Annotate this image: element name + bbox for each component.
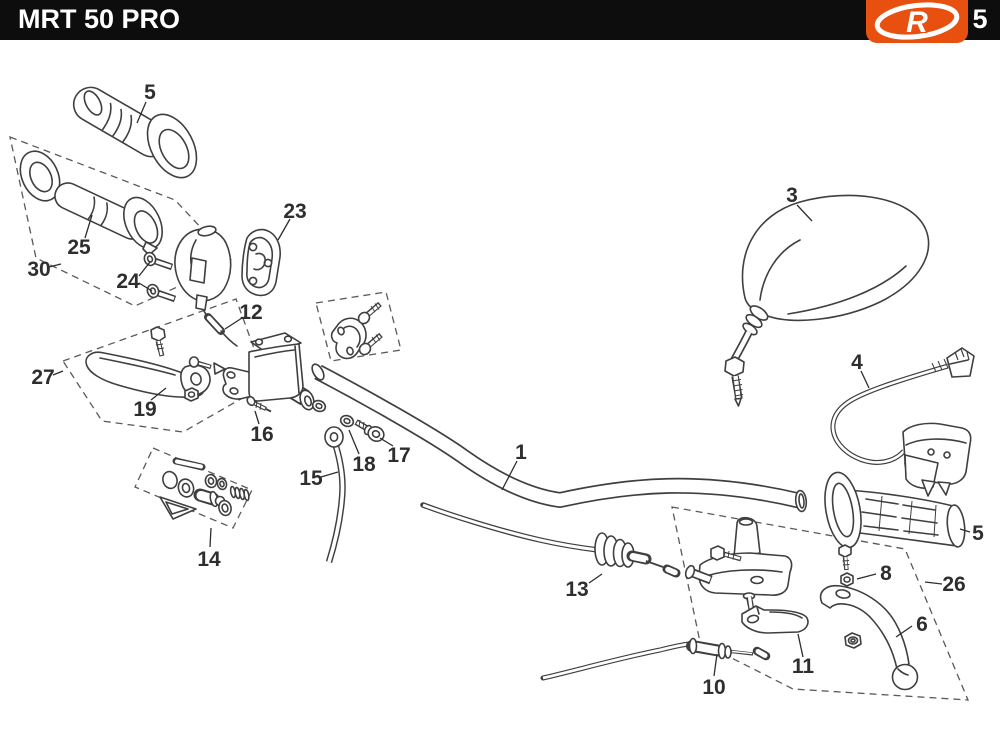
page-number: 5 <box>972 4 988 34</box>
part-banjo-bolt-17 <box>354 419 385 442</box>
page-title: MRT 50 PRO <box>18 4 181 34</box>
part-housing-screws-24 <box>143 251 177 303</box>
part-switch-housing <box>902 422 972 497</box>
part-throttle-tube-25 <box>54 182 163 256</box>
callout-18: 18 <box>352 453 376 476</box>
part-mirror-3 <box>724 194 930 407</box>
rieju-logo: R <box>866 0 968 43</box>
callout-11: 11 <box>792 655 815 678</box>
part-switch-harness-4 <box>830 347 975 465</box>
part-hex-nut <box>844 632 862 649</box>
part-bar-clamp <box>330 317 367 360</box>
part-throttle-housing <box>174 225 232 311</box>
region-14-outline <box>134 447 253 529</box>
part-brake-hose-15 <box>324 426 346 563</box>
part-cable-arm-11 <box>741 605 809 634</box>
leader-lines <box>48 101 971 677</box>
callout-1: 1 <box>515 441 527 464</box>
region-clamp-outline <box>315 291 402 362</box>
part-grip-washer-ring <box>19 150 61 202</box>
part-banjo-washers-18 <box>311 399 355 428</box>
callout-3: 3 <box>786 184 798 207</box>
callout-26: 26 <box>942 573 965 596</box>
part-bleeder-screw-16 <box>246 395 272 413</box>
part-throttle-cable-13 <box>420 502 681 578</box>
callout-19: 19 <box>133 398 156 421</box>
callout-4: 4 <box>851 351 863 374</box>
callout-13: 13 <box>565 578 588 601</box>
callout-5-left: 5 <box>144 81 156 104</box>
callout-17: 17 <box>387 444 410 467</box>
part-handlebar-1 <box>311 363 808 513</box>
part-clamp-bolts <box>357 301 383 356</box>
part-clutch-lever-6 <box>819 584 919 691</box>
callout-12: 12 <box>239 301 262 324</box>
callout-16: 16 <box>250 423 273 446</box>
part-perch-screw-8 <box>838 544 854 587</box>
rieju-logo-icon: R <box>874 2 960 40</box>
region-26-outline <box>671 506 970 701</box>
callout-23: 23 <box>283 200 306 223</box>
callout-27: 27 <box>31 366 54 389</box>
callout-24: 24 <box>116 270 140 293</box>
part-clutch-perch <box>684 516 793 620</box>
callout-10: 10 <box>702 676 725 699</box>
part-grip-right-5 <box>824 471 966 549</box>
callout-30: 30 <box>27 258 50 281</box>
part-brake-lever-19 <box>85 351 211 398</box>
part-master-cylinder <box>222 332 315 411</box>
part-lever-hardware-27 <box>150 326 226 402</box>
part-housing-cover-23 <box>241 228 281 297</box>
part-repair-kit-14 <box>159 457 250 520</box>
part-clutch-cable-10 <box>540 637 771 681</box>
callout-15: 15 <box>299 467 323 490</box>
header-bar: MRT 50 PRO <box>0 0 1000 40</box>
part-grip-left-5 <box>72 86 198 179</box>
callout-25: 25 <box>67 236 91 259</box>
callout-5-right: 5 <box>972 522 984 545</box>
callout-8: 8 <box>880 562 892 585</box>
rieju-logo-letter: R <box>906 6 928 39</box>
callout-6: 6 <box>916 613 928 636</box>
callout-14: 14 <box>197 548 221 571</box>
